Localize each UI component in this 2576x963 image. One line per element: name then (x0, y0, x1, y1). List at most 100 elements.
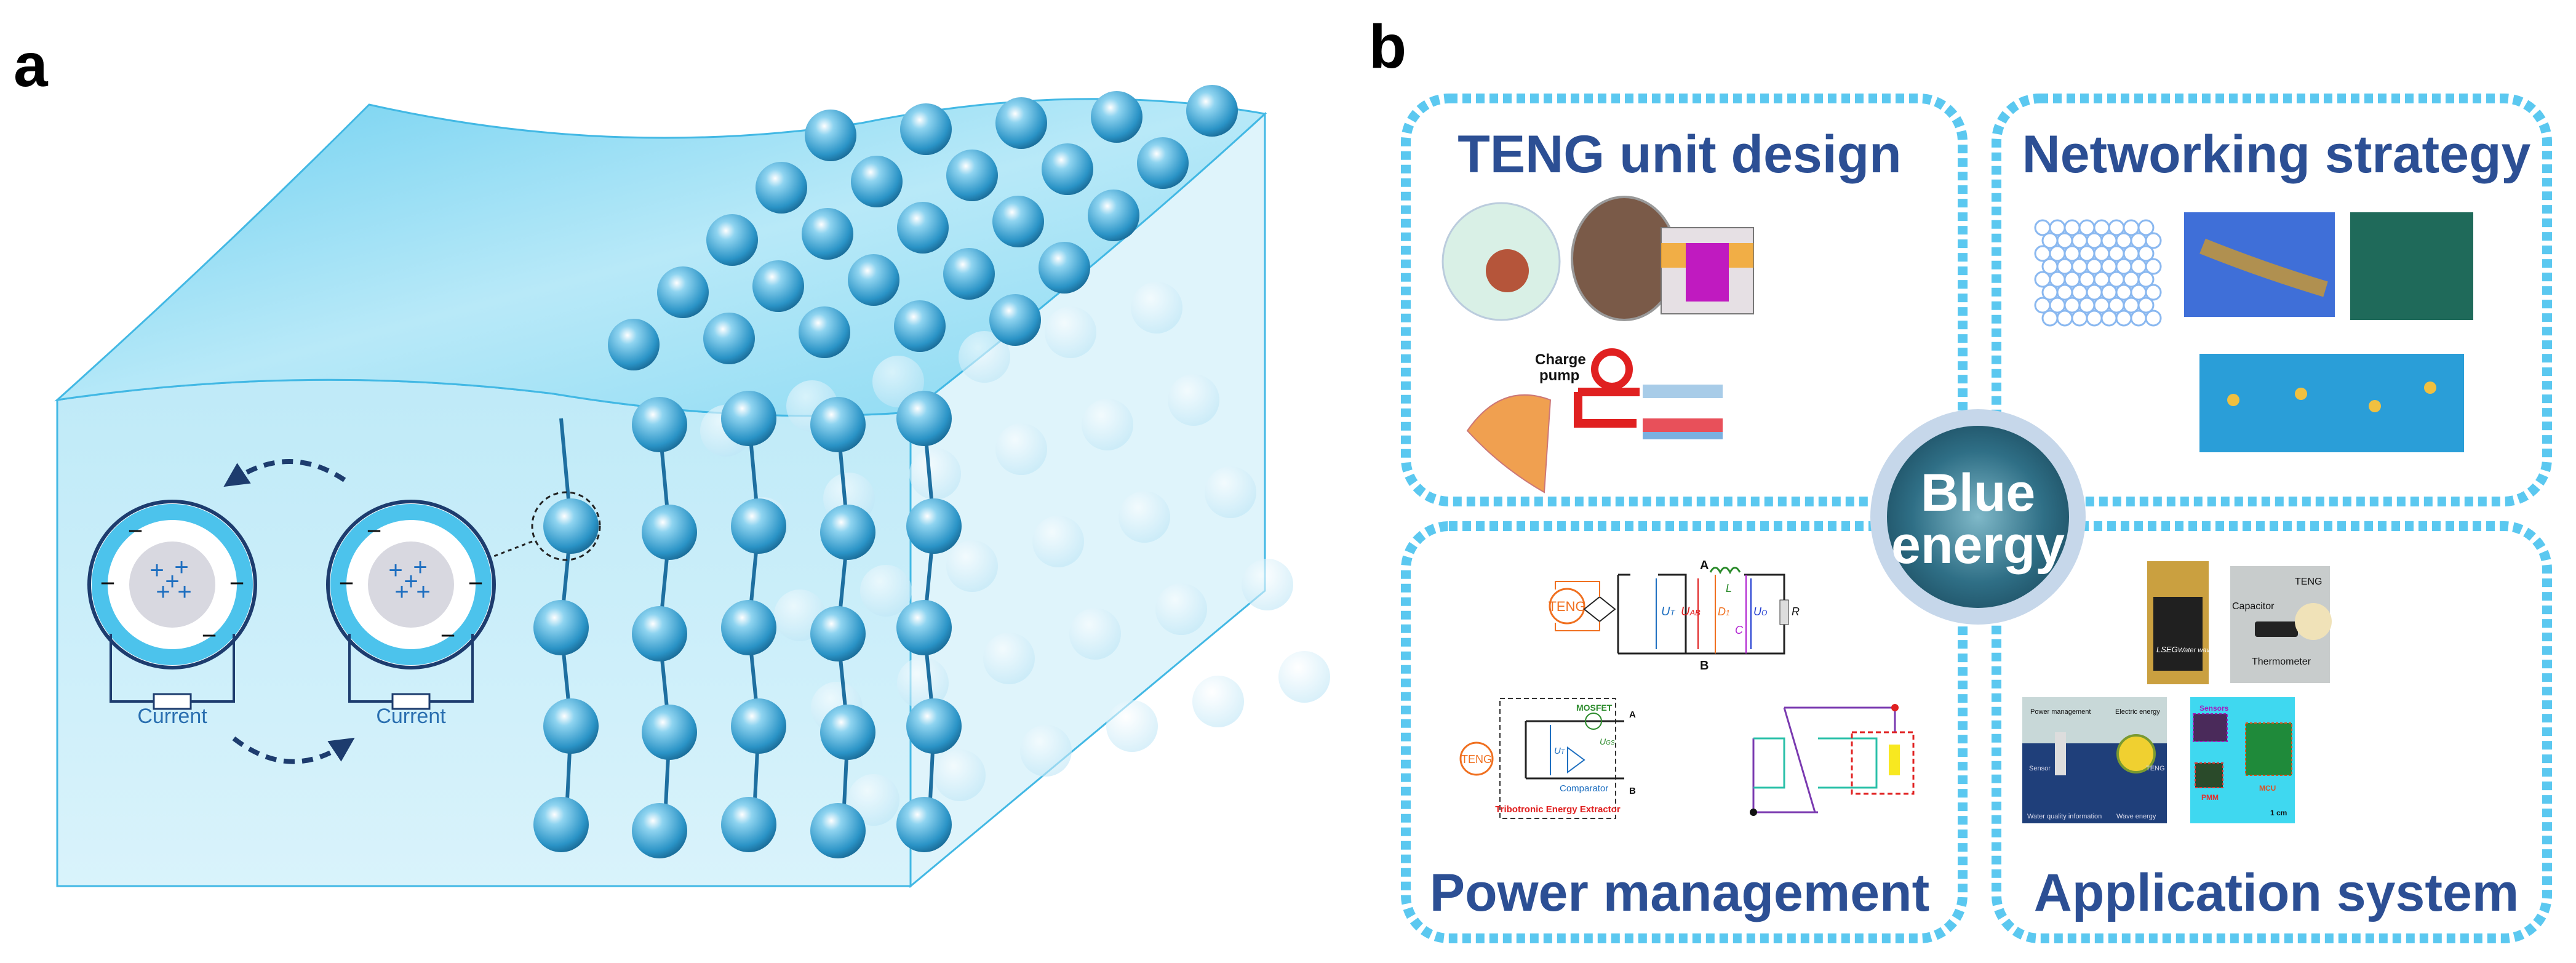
svg-text:UT: UT (1661, 605, 1675, 618)
sphere-background (1205, 466, 1256, 518)
circuit1-ut: U (1661, 605, 1670, 618)
sphere-background (848, 774, 899, 826)
sphere-surface (802, 208, 853, 260)
sphere-unit (533, 600, 589, 655)
center-title-line2: energy (1891, 516, 2065, 575)
networking-images (2034, 212, 2473, 452)
photo2-capacitor: Capacitor (2232, 601, 2275, 612)
title-networking-strategy: Networking strategy (2022, 125, 2531, 184)
circuit2-ut: U (1554, 746, 1561, 756)
sphere-unit (896, 391, 952, 446)
svg-text:UAB: UAB (1681, 605, 1701, 618)
negative-charge-icon: − (128, 516, 143, 545)
photo1-lseg: LSEG (2156, 645, 2178, 654)
sphere-surface (851, 156, 903, 207)
sphere-background (934, 749, 986, 801)
lattice-node (2145, 310, 2162, 327)
sphere-unit (642, 705, 697, 760)
sphere-background (1069, 608, 1121, 660)
panel-a: a +++++−−−− +++++−−−− Current Current (14, 31, 1330, 889)
circuit2-teng-label: TENG (1461, 753, 1492, 765)
photo2-teng: TENG (2295, 577, 2322, 587)
sphere-surface (989, 294, 1041, 346)
sphere-unit (721, 797, 776, 852)
negative-charge-icon: − (100, 569, 116, 597)
title-application-system: Application system (2034, 863, 2519, 922)
charge-pump-label-line1: Charge (1535, 351, 1586, 368)
teng-unit-right: +++++−−−− (326, 500, 496, 710)
sphere-surface (995, 97, 1047, 149)
sphere-background (1106, 700, 1158, 752)
resistor (153, 693, 192, 710)
circuit2-comparator: Comparator (1560, 783, 1608, 794)
center-title-line1: Blue (1921, 463, 2035, 522)
title-power-management: Power management (1430, 863, 1929, 922)
circuit1-r: R (1792, 605, 1800, 618)
sphere-background (1278, 651, 1330, 703)
sphere-surface (805, 110, 856, 161)
board-sensors: Sensors (2199, 704, 2229, 713)
scheme-electric-energy: Electric energy (2115, 708, 2160, 716)
lattice-node (2137, 297, 2155, 314)
circuit1-l: L (1726, 582, 1732, 594)
inner-ball (129, 541, 215, 628)
positive-charge-icon: + (413, 554, 427, 581)
sphere-unit (906, 698, 962, 754)
circuit2-mosfet: MOSFET (1576, 703, 1613, 713)
photo2-thermometer: Thermometer (2252, 657, 2311, 667)
sphere-surface (1042, 143, 1093, 195)
sphere-background (995, 423, 1047, 475)
sphere-background (983, 633, 1035, 684)
board-mcu: MCU (2259, 784, 2276, 793)
sphere-unit (810, 606, 866, 661)
sphere-surface (894, 300, 946, 352)
sphere-unit (810, 397, 866, 452)
sphere-unit (896, 600, 952, 655)
svg-text:UT: UT (1554, 746, 1565, 756)
sphere-unit (820, 505, 875, 560)
circuit1-uo-sub: O (1761, 609, 1767, 617)
board-scale: 1 cm (2270, 809, 2287, 817)
sphere-surface (848, 254, 899, 306)
sphere-background (946, 540, 998, 592)
sphere-unit (721, 391, 776, 446)
sphere-background (897, 657, 949, 709)
negative-charge-icon: − (202, 621, 217, 650)
sphere-background (1131, 282, 1182, 334)
sphere-unit (533, 797, 589, 852)
sphere-surface (799, 306, 850, 358)
circuit1-c: C (1735, 624, 1744, 636)
svg-text:UO: UO (1753, 605, 1767, 618)
cycle-arrow-bottom (232, 736, 355, 764)
scheme-power-management: Power management (2030, 708, 2091, 716)
scheme-water-quality: Water quality information (2027, 813, 2102, 820)
quadrant-power-management (1401, 521, 1968, 943)
tribotronic-extractor-circuit: TENG MOSFET UT UGS Comparator A B Tribot… (1459, 698, 1636, 819)
svg-text:D1: D1 (1718, 605, 1730, 618)
positive-charge-icon: + (416, 578, 430, 605)
sphere-surface (897, 202, 949, 254)
sphere-network (533, 85, 1330, 858)
sphere-surface (752, 260, 804, 312)
panel-b: b TENG unit design Networking strategy P… (1369, 12, 2552, 943)
sphere-background (1168, 374, 1219, 426)
title-teng-unit-design: TENG unit design (1457, 125, 1901, 184)
lattice-node (2137, 245, 2155, 262)
sphere-unit (820, 705, 875, 760)
sphere-background (1242, 559, 1293, 610)
sphere-unit (896, 797, 952, 852)
sphere-surface (943, 248, 995, 300)
sphere-background (1082, 399, 1133, 450)
svg-text:UGS: UGS (1600, 737, 1615, 746)
floating-network-image (2199, 354, 2464, 452)
scheme-sensor: Sensor (2029, 765, 2051, 772)
lattice-node (2137, 271, 2155, 288)
panel-a-label: a (14, 31, 49, 100)
positive-charge-icon: + (177, 578, 191, 605)
sphere-surface (608, 319, 660, 370)
inner-ball (368, 541, 454, 628)
panel-b-label: b (1369, 12, 1406, 81)
circuit1-uab: U (1681, 605, 1690, 618)
teng-unit-images: Charge pump (1442, 196, 1754, 493)
sphere-background (1020, 725, 1072, 777)
